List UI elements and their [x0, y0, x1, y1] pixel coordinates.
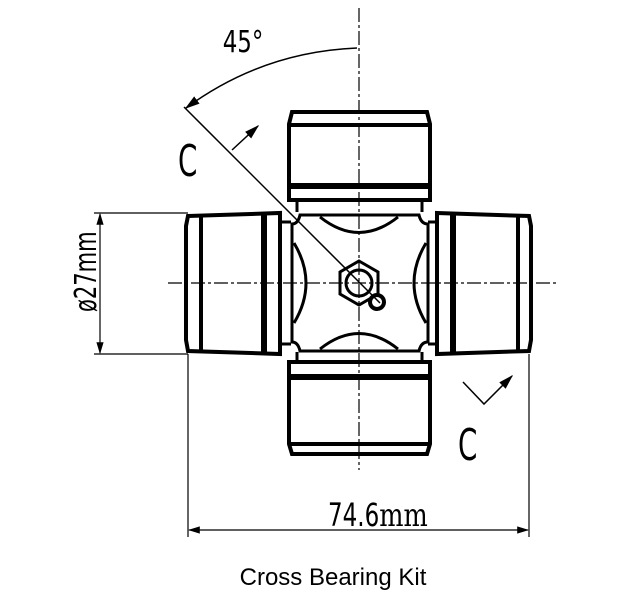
section-label-bottom: C	[458, 419, 477, 470]
section-label-top: C	[178, 135, 197, 186]
bearing-cap-bottom	[287, 352, 432, 456]
diameter-label: ø27mm	[69, 231, 104, 312]
bearing-cap-right	[428, 210, 533, 357]
width-dimension	[187, 354, 530, 537]
section-line	[183, 47, 514, 406]
cross-body	[290, 213, 430, 353]
width-unit: mm	[379, 496, 428, 534]
width-label: 74.6mm	[328, 496, 428, 534]
centerlines	[168, 8, 556, 470]
caption: Cross Bearing Kit	[240, 564, 427, 591]
grease-nipple-icon	[338, 259, 386, 311]
width-value: 74.6	[328, 496, 379, 534]
angle-label: 45°	[223, 24, 264, 60]
bearing-cap-left	[184, 210, 291, 357]
bearing-cap-top	[287, 110, 432, 212]
diameter-dimension	[94, 212, 188, 355]
